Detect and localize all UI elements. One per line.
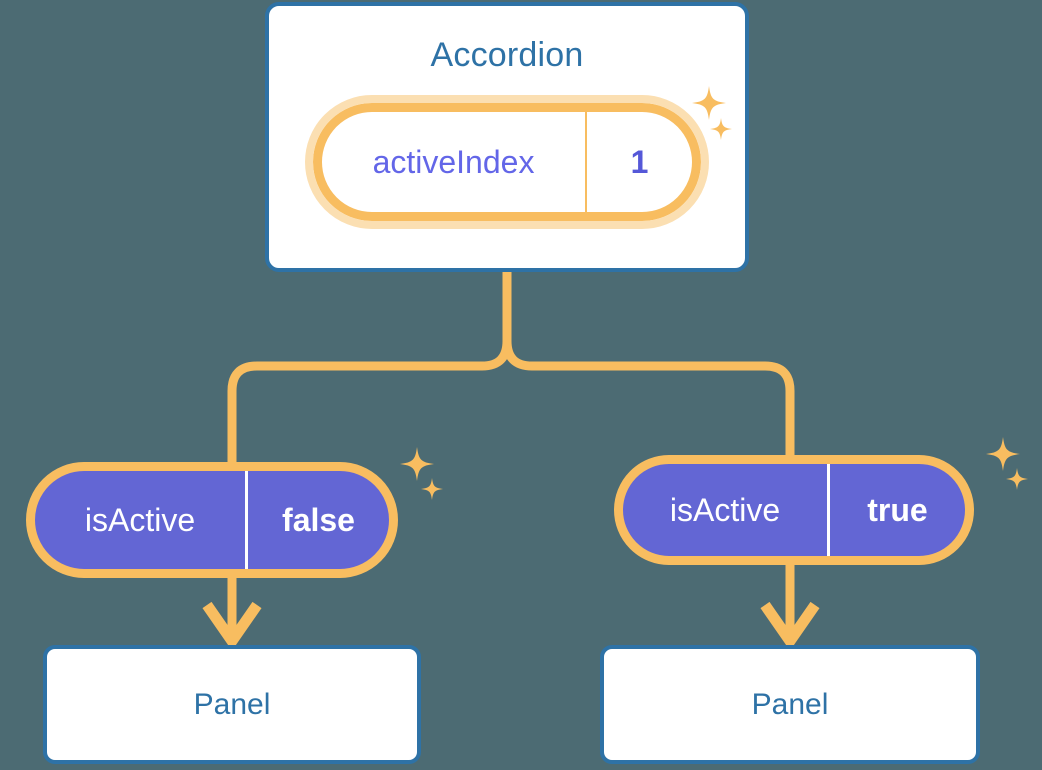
panel-component-card-right[interactable]: Panel <box>600 645 980 764</box>
state-value-label: 1 <box>630 143 649 180</box>
prop-value-label: false <box>282 501 355 538</box>
prop-key-label: isActive <box>35 471 248 569</box>
panel-title: Panel <box>751 687 829 721</box>
arrow-down-icon <box>202 601 262 651</box>
panel-component-card-left[interactable]: Panel <box>43 645 421 764</box>
panel-title: Panel <box>193 687 271 721</box>
prop-badge-is-active-right[interactable]: isActive true <box>614 455 974 565</box>
arrow-down-icon <box>760 601 820 651</box>
state-badge-active-index[interactable]: activeIndex 1 <box>305 95 709 229</box>
prop-key-label: isActive <box>623 464 830 556</box>
connector-branch-right <box>502 340 795 455</box>
connector-branch-left <box>227 340 512 462</box>
state-key-label: activeIndex <box>322 112 587 212</box>
accordion-title: Accordion <box>430 36 584 74</box>
prop-badge-is-active-left[interactable]: isActive false <box>26 462 398 578</box>
prop-value-label: true <box>867 491 928 528</box>
